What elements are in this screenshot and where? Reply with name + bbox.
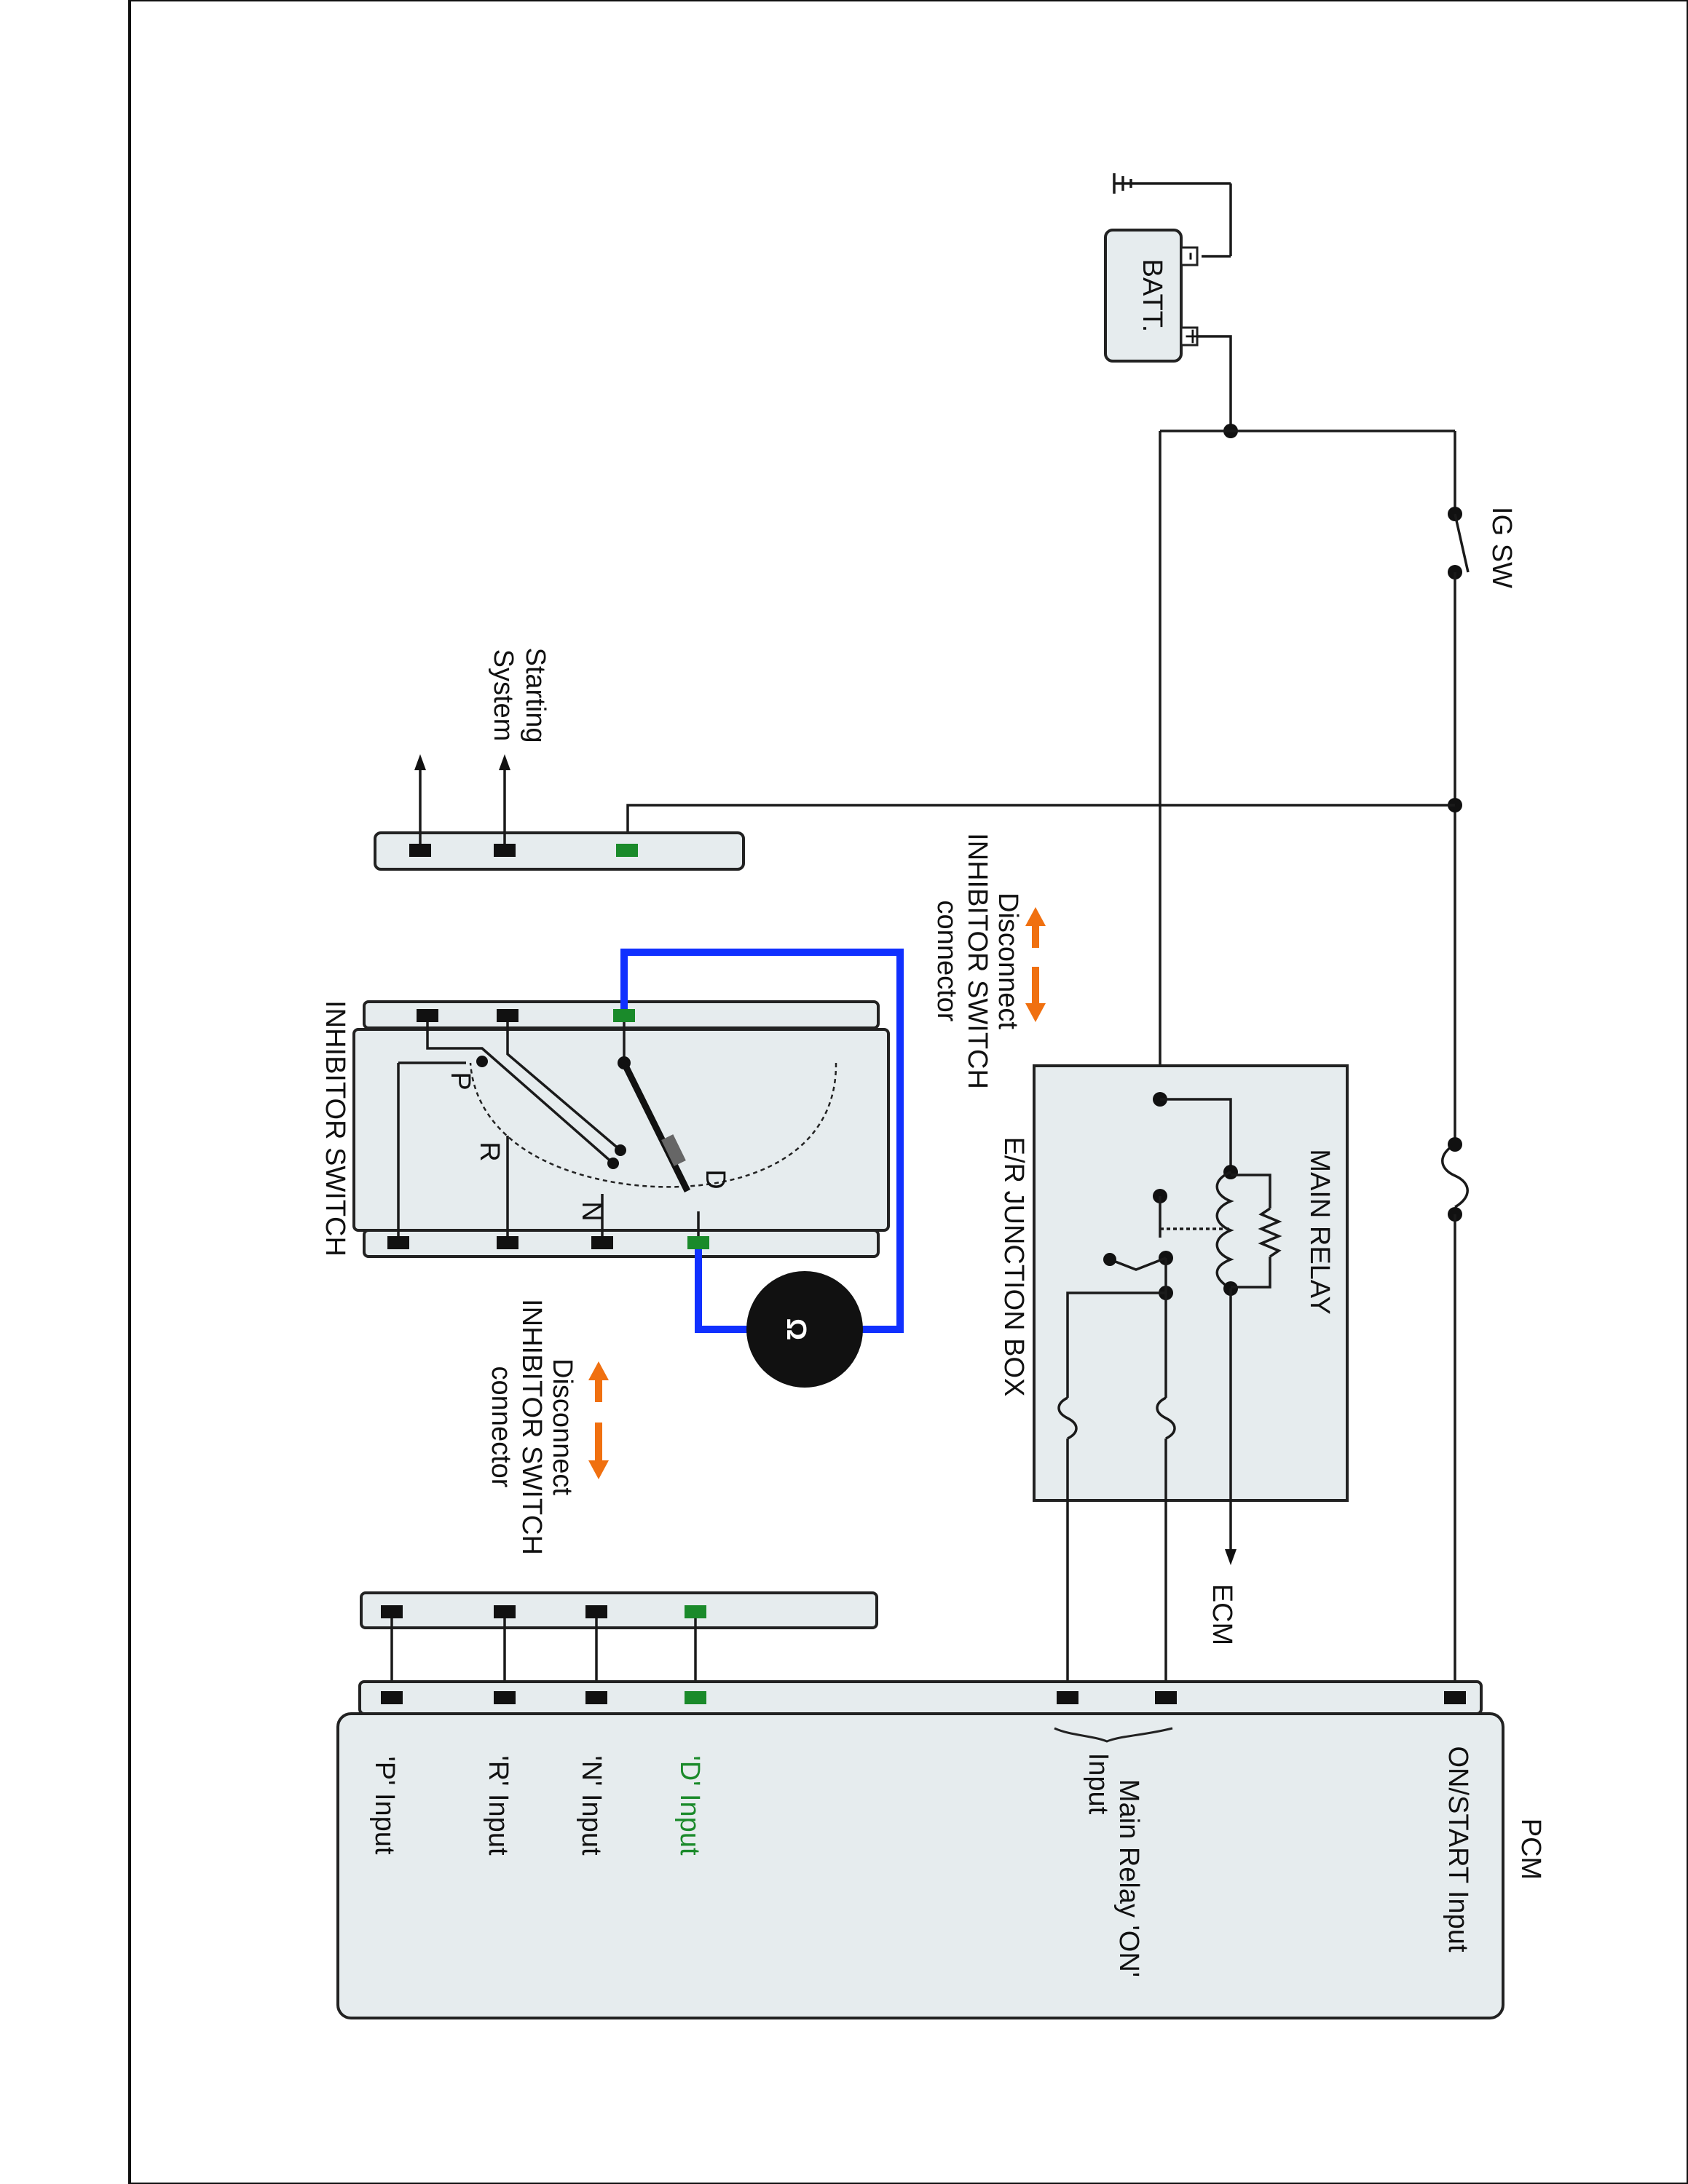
- pcm-label: PCM: [1515, 1819, 1546, 1880]
- battery-label: BATT.: [1137, 259, 1167, 333]
- starting-system-label-2: System: [488, 649, 518, 742]
- on-start-branch: [626, 804, 1455, 849]
- main-relay-on-label-1: Main Relay 'ON': [1113, 1779, 1144, 1977]
- battery-plus-label: +: [1177, 328, 1207, 344]
- main-relay-label: MAIN RELAY: [1304, 1149, 1335, 1314]
- battery: - + BATT.: [1104, 229, 1207, 363]
- starting-connector: [374, 831, 745, 871]
- n-input-label: 'N' Input: [576, 1755, 607, 1855]
- d-input-label: 'D' Input: [674, 1755, 705, 1855]
- inhibitor-switch: P R N D: [352, 1000, 890, 1258]
- disconnect-arrow-lower: [588, 1361, 609, 1479]
- fuse-symbol: [1441, 1143, 1469, 1208]
- batt-plus-wire: [1197, 335, 1232, 431]
- disconnect-lower-1: Disconnect: [547, 1358, 577, 1495]
- pcm-module: [336, 1712, 1504, 2019]
- ig-sw-label: IG SW: [1486, 507, 1517, 588]
- r-input-label: 'R' Input: [483, 1755, 513, 1855]
- er-junction-box: [1033, 1064, 1349, 1502]
- relay-coil: [1215, 1171, 1234, 1290]
- disconnect-upper-1: Disconnect: [993, 893, 1023, 1029]
- measurement-wire-top: [620, 949, 904, 1333]
- disconnect-arrow-upper: [1025, 907, 1046, 1022]
- position-r-label: R: [474, 1142, 505, 1161]
- position-p-label: P: [445, 1072, 476, 1090]
- disconnect-lower-3: connector: [486, 1366, 516, 1488]
- disconnect-upper-3: connector: [931, 901, 962, 1022]
- starting-system-label-1: Starting: [520, 648, 551, 743]
- position-n-label: N: [576, 1201, 607, 1221]
- measurement-wire-bottom: [695, 1249, 750, 1333]
- ohmmeter-icon: Ω: [746, 1271, 863, 1388]
- disconnect-lower-2: INHIBITOR SWITCH: [516, 1299, 547, 1555]
- inhibitor-switch-label: INHIBITOR SWITCH: [320, 1000, 350, 1257]
- pcm-harness-connector: [360, 1591, 878, 1629]
- battery-minus-label: -: [1177, 252, 1207, 261]
- ecm-label: ECM: [1207, 1584, 1237, 1645]
- main-relay-on-label-2: Input: [1083, 1753, 1113, 1815]
- ground-symbol: [1113, 173, 1232, 258]
- position-d-label: D: [700, 1169, 730, 1189]
- page-frame: [128, 0, 1688, 2184]
- er-junction-box-label: E/R JUNCTION BOX: [998, 1137, 1029, 1397]
- on-start-input-label: ON/START Input: [1443, 1746, 1473, 1952]
- disconnect-upper-2: INHIBITOR SWITCH: [962, 833, 993, 1089]
- p-input-label: 'P' Input: [369, 1757, 400, 1855]
- svg-text:Ω: Ω: [781, 1318, 811, 1340]
